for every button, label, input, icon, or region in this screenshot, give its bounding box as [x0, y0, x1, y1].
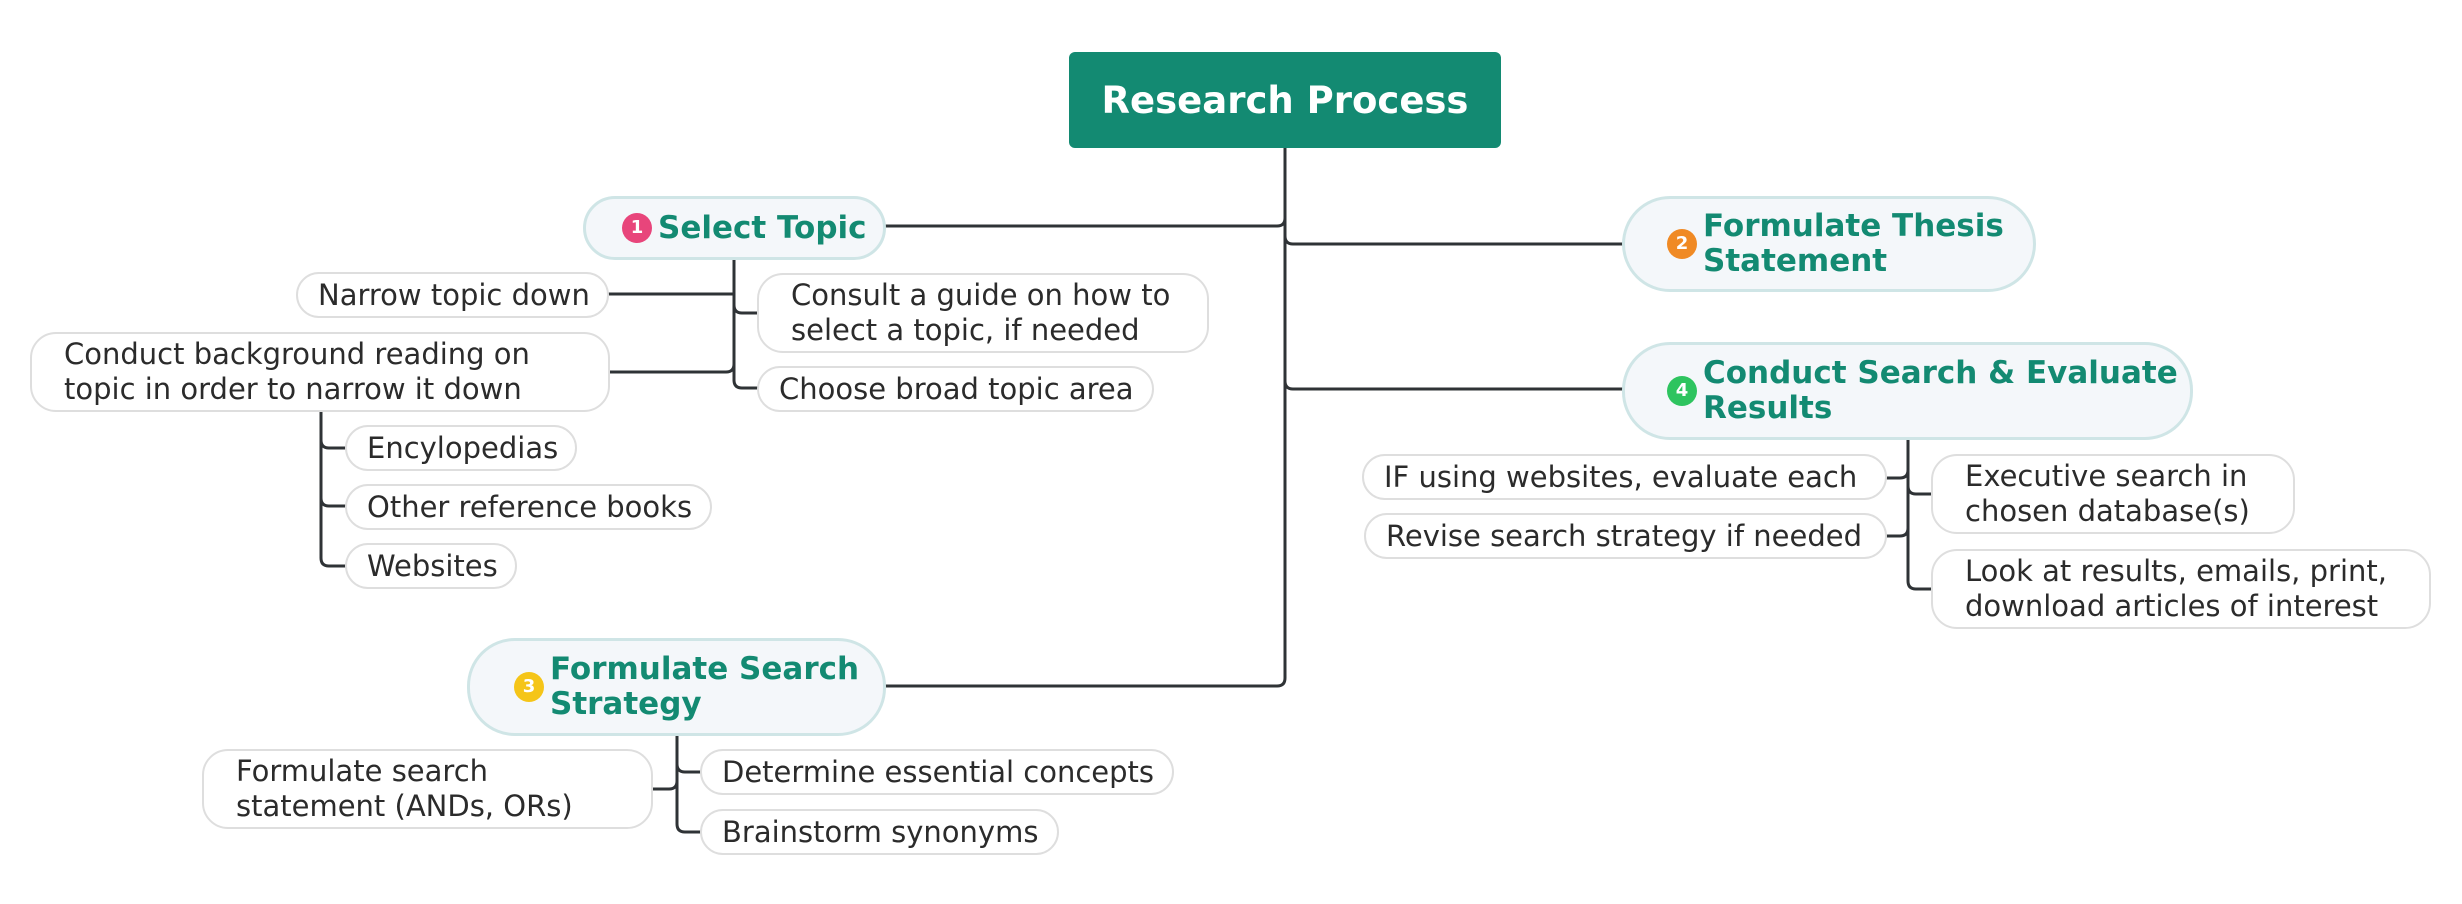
- node-label: Narrow topic down: [318, 277, 590, 312]
- topic-conduct-search[interactable]: 4 Conduct Search & Evaluate Results: [1622, 342, 2193, 440]
- node-label: Other reference books: [367, 489, 693, 524]
- node-line: Consult a guide on how to: [791, 278, 1171, 312]
- connector-select-topic-trunk: [732, 256, 759, 390]
- node-consult-guide[interactable]: Consult a guide on how to select a topic…: [757, 273, 1209, 353]
- connector-reading-trunk: [319, 409, 347, 568]
- topic-line: Results: [1703, 390, 1833, 426]
- node-choose-broad-topic[interactable]: Choose broad topic area: [757, 366, 1154, 412]
- node-essential-concepts[interactable]: Determine essential concepts: [700, 749, 1174, 795]
- topic-label: Select Topic: [658, 209, 867, 246]
- node-line: Look at results, emails, print,: [1965, 554, 2387, 588]
- node-other-reference-books[interactable]: Other reference books: [345, 484, 712, 530]
- connector-evaluate-websites: [1885, 468, 1910, 480]
- topic-select-topic[interactable]: 1 Select Topic: [583, 196, 886, 260]
- node-encyclopedias[interactable]: Encylopedias: [345, 425, 577, 471]
- node-label: Brainstorm synonyms: [722, 814, 1039, 849]
- connector-conduct-trunk: [1906, 438, 1933, 591]
- connector-other-reference: [319, 496, 347, 508]
- root-label: Research Process: [1101, 78, 1469, 122]
- topic-line: Statement: [1703, 243, 1888, 279]
- node-line: statement (ANDs, ORs): [236, 789, 573, 823]
- node-line: chosen database(s): [1965, 494, 2250, 528]
- topic-line: Formulate Search: [550, 651, 860, 687]
- node-look-at-results[interactable]: Look at results, emails, print, download…: [1931, 549, 2431, 629]
- node-executive-search[interactable]: Executive search in chosen database(s): [1931, 454, 2295, 534]
- node-brainstorm-synonyms[interactable]: Brainstorm synonyms: [700, 809, 1059, 855]
- connector-root-conduct-search: [1283, 379, 1625, 391]
- node-label: IF using websites, evaluate each: [1384, 459, 1858, 494]
- node-websites[interactable]: Websites: [345, 543, 517, 589]
- connector-executive-search: [1906, 484, 1933, 496]
- node-line: Formulate search: [236, 754, 489, 788]
- topic-line: Conduct Search & Evaluate: [1703, 355, 2178, 391]
- node-label: Websites: [367, 548, 498, 583]
- node-narrow-topic[interactable]: Narrow topic down: [296, 272, 609, 318]
- connector-encyclopedias: [319, 438, 347, 450]
- node-line: Conduct background reading on: [64, 337, 530, 371]
- topic-formulate-thesis[interactable]: 2 Formulate Thesis Statement: [1622, 196, 2036, 292]
- number-2-icon: 2: [1667, 229, 1697, 259]
- topic-line: Strategy: [550, 686, 702, 722]
- connector-root-trunk: [883, 146, 1287, 688]
- node-evaluate-websites[interactable]: IF using websites, evaluate each: [1362, 454, 1887, 500]
- node-line: download articles of interest: [1965, 589, 2379, 623]
- connector-essential-concepts: [675, 762, 702, 774]
- connector-root-select-topic: [883, 216, 1287, 228]
- number-4-icon: 4: [1667, 376, 1697, 406]
- connector-revise-strategy: [1885, 526, 1910, 538]
- topic-line: Formulate Thesis: [1703, 208, 2004, 244]
- node-line: Executive search in: [1965, 459, 2248, 493]
- root-node[interactable]: Research Process: [1069, 52, 1501, 148]
- connector-strategy-trunk: [675, 733, 702, 834]
- node-background-reading[interactable]: Conduct background reading on topic in o…: [30, 332, 610, 412]
- node-line: select a topic, if needed: [791, 313, 1140, 347]
- connector-background-reading: [607, 362, 736, 374]
- number-3-icon: 3: [514, 672, 544, 702]
- node-label: Choose broad topic area: [779, 371, 1134, 406]
- number-1-icon: 1: [622, 213, 652, 243]
- node-line: topic in order to narrow it down: [64, 372, 522, 406]
- connector-root-thesis: [1283, 234, 1625, 246]
- connector-formulate-statement: [650, 779, 679, 791]
- node-formulate-search-statement[interactable]: Formulate search statement (ANDs, ORs): [202, 749, 653, 829]
- topic-formulate-search-strategy[interactable]: 3 Formulate Search Strategy: [467, 638, 886, 736]
- node-label: Encylopedias: [367, 430, 559, 465]
- node-label: Determine essential concepts: [722, 754, 1155, 789]
- node-label: Revise search strategy if needed: [1386, 518, 1863, 553]
- connector-consult-guide: [732, 303, 759, 315]
- node-revise-strategy[interactable]: Revise search strategy if needed: [1364, 513, 1887, 559]
